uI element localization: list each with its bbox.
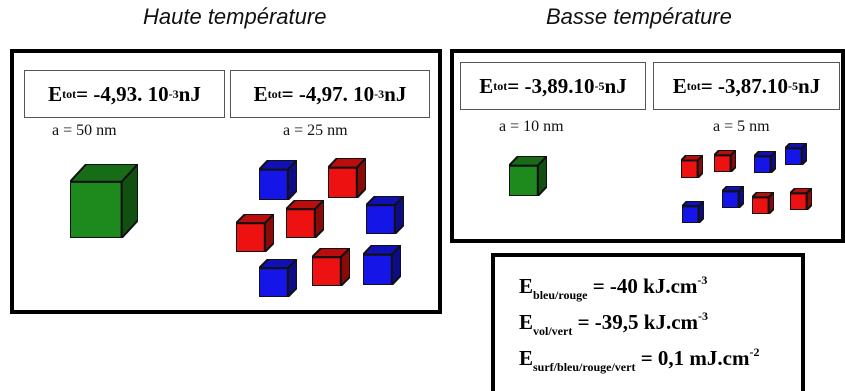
energy-unit: nJ — [604, 73, 627, 98]
energy-unit: nJ — [384, 81, 407, 106]
heading-high-temperature: Haute température — [143, 4, 327, 29]
size-label-10nm: a = 10 nm — [499, 118, 564, 135]
red-cube — [752, 192, 774, 214]
energy-subscript: vol/vert — [533, 324, 573, 338]
energy-subscript: tot — [493, 78, 508, 93]
panel-energy-densities: Ebleu/rouge = -40 kJ.cm-3 Evol/vert = -3… — [491, 253, 805, 391]
red-cube — [681, 155, 703, 178]
energy-symbol: E — [519, 310, 534, 334]
energy-symbol: E — [48, 81, 63, 106]
energy-value: = -4,97. 10 — [281, 81, 375, 106]
blue-cube — [363, 245, 401, 285]
green-cube — [509, 156, 547, 196]
size-label-25nm: a = 25 nm — [283, 122, 348, 139]
energy-symbol: E — [519, 274, 534, 298]
energy-value: = -40 kJ.cm — [587, 274, 698, 298]
energy-value: = -4,93. 10 — [76, 81, 169, 106]
energy-density-volume-green: Evol/vert = -39,5 kJ.cm-3 — [519, 309, 708, 339]
energy-subscript: tot — [267, 86, 282, 101]
energy-symbol: E — [672, 73, 687, 98]
green-cube — [70, 164, 138, 238]
energy-exponent: -5 — [788, 78, 799, 93]
heading-low-temperature: Basse température — [546, 4, 732, 29]
energy-symbol: E — [253, 81, 268, 106]
energy-value: = 0,1 mJ.cm — [635, 346, 750, 370]
energy-exponent: -5 — [594, 78, 605, 93]
energy-unit: nJ — [798, 73, 821, 98]
blue-cube — [682, 201, 704, 223]
energy-subscript: tot — [62, 86, 77, 101]
energy-value: = -3,87.10 — [700, 73, 789, 98]
blue-cube — [259, 160, 297, 200]
blue-cube — [754, 151, 776, 173]
blue-cube — [366, 196, 404, 234]
energy-density-surface: Esurf/bleu/rouge/vert = 0,1 mJ.cm-2 — [519, 345, 759, 375]
red-cube — [328, 158, 366, 198]
size-label-50nm: a = 50 nm — [52, 122, 117, 139]
energy-exponent: -3 — [698, 309, 709, 323]
energy-exponent: -2 — [749, 345, 760, 359]
energy-value: = -3,89.10 — [507, 73, 595, 98]
red-cube — [714, 150, 736, 172]
energy-subscript: bleu/rouge — [533, 288, 588, 302]
energy-symbol: E — [519, 346, 534, 370]
energy-subscript: surf/bleu/rouge/vert — [533, 360, 636, 374]
blue-cube — [259, 259, 297, 297]
energy-value: = -39,5 kJ.cm — [572, 310, 699, 334]
energy-exponent: -3 — [697, 273, 708, 287]
blue-cube — [785, 143, 807, 165]
red-cube — [790, 188, 812, 210]
red-cube — [312, 248, 350, 286]
red-cube — [236, 214, 274, 252]
red-cube — [286, 200, 324, 238]
energy-exponent: -3 — [168, 86, 179, 101]
energy-exponent: -3 — [374, 86, 385, 101]
blue-cube — [722, 186, 744, 208]
energy-unit: nJ — [178, 81, 201, 106]
energy-subscript: tot — [686, 78, 701, 93]
energy-density-blue-red: Ebleu/rouge = -40 kJ.cm-3 — [519, 273, 707, 303]
size-label-5nm: a = 5 nm — [713, 118, 770, 135]
energy-symbol: E — [479, 73, 494, 98]
